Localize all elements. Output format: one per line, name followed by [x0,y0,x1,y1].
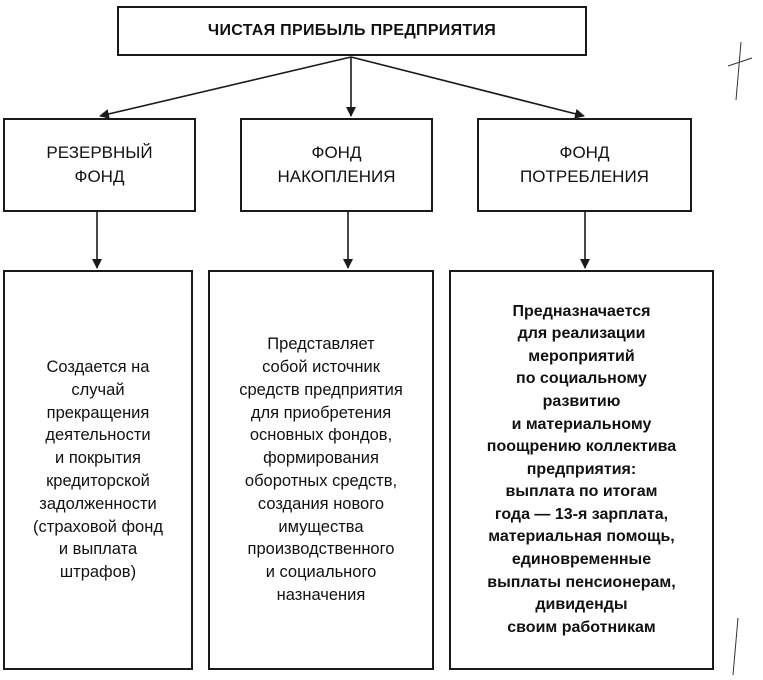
scan-mark-top [727,41,753,101]
consumption-fund-box: ФОНД ПОТРЕБЛЕНИЯ [477,118,692,212]
net-profit-label: ЧИСТАЯ ПРИБЫЛЬ ПРЕДПРИЯТИЯ [207,22,497,39]
arrow-to-consumption-fund [350,56,585,119]
consumption-fund-label: ФОНД ПОТРЕБЛЕНИЯ [520,143,649,186]
reserve-fund-description-box: Создается на случай прекращения деятельн… [3,270,193,670]
reserve-fund-box: РЕЗЕРВНЫЙ ФОНД [3,118,196,212]
consumption-fund-description: Предназначается для реализации мероприят… [486,302,677,636]
arrow-to-reserve-fund [99,56,352,119]
reserve-fund-label: РЕЗЕРВНЫЙ ФОНД [46,143,153,186]
reserve-fund-description: Создается на случай прекращения деятельн… [33,358,163,582]
consumption-fund-description-box: Предназначается для реализации мероприят… [449,270,714,670]
scan-mark-bottom [732,617,739,676]
accumulation-fund-description-box: Представляет собой источник средств пред… [208,270,434,670]
accumulation-fund-label: ФОНД НАКОПЛЕНИЯ [277,143,396,186]
net-profit-box: ЧИСТАЯ ПРИБЫЛЬ ПРЕДПРИЯТИЯ [117,6,587,56]
accumulation-fund-box: ФОНД НАКОПЛЕНИЯ [240,118,433,212]
accumulation-fund-description: Представляет собой источник средств пред… [239,335,403,604]
